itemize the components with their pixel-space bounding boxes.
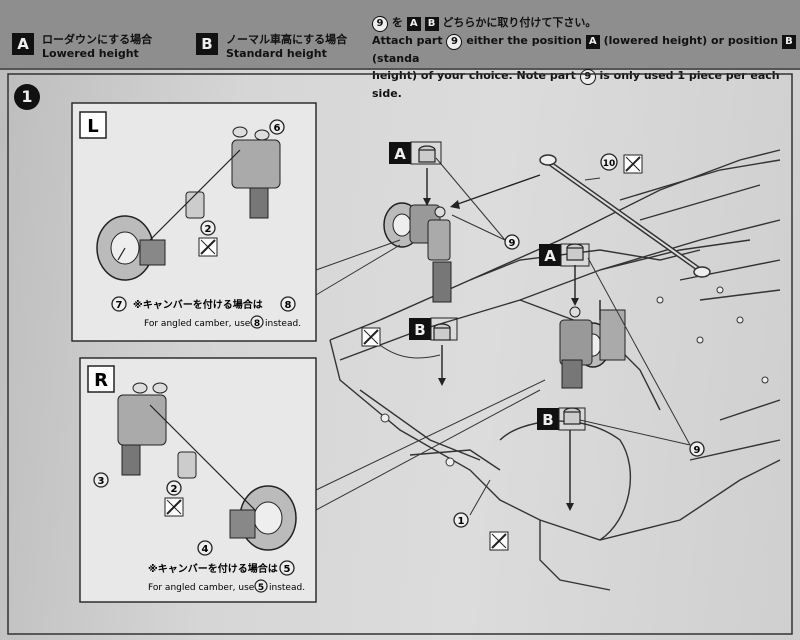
main-part-9b: 9 [694, 445, 701, 456]
inset-right-label: R [94, 370, 108, 391]
inset-left-note-en-end: instead. [265, 319, 301, 329]
part-9-circle: 9 [372, 16, 388, 32]
chassis-outline [329, 149, 781, 591]
main-part-labels: A B A B 9 9 10 1 [389, 141, 705, 528]
inset-right-part-3: 3 [98, 476, 105, 487]
main-part-9a: 9 [509, 238, 516, 249]
main-badge-b-right: B [542, 411, 553, 429]
lowered-height-block: A [12, 33, 34, 55]
inset-right-part-2: 2 [171, 484, 178, 495]
inset-left-note-part: 8 [285, 300, 292, 311]
standard-jp: ノーマル車高にする場合 [226, 33, 348, 46]
inset-right-note-en-part: 5 [258, 583, 264, 593]
inset-right-part-4: 4 [202, 544, 209, 555]
badge-b: B [196, 33, 218, 55]
front-left-strut-assembly [383, 202, 452, 303]
assembly-arrows [426, 168, 601, 505]
inset-right-box: R 3 2 4 ※キャンバーを付ける場合は [79, 357, 546, 603]
standard-en: Standard height [226, 47, 327, 60]
main-part-10: 10 [603, 159, 616, 169]
chassis-holes [380, 286, 769, 467]
inset-right-note-part: 5 [284, 564, 291, 575]
badge-a: A [12, 33, 34, 55]
inset-left-note-en-part: 8 [254, 319, 260, 329]
inset-left-part-7: 7 [116, 300, 123, 311]
inset-left-part-2: 2 [205, 224, 212, 235]
inset-left-box: L 6 2 7 ※キャンバーを付ける場合は [71, 102, 401, 342]
front-right-strut-assembly [559, 306, 626, 389]
attach-instruction: 9 を A B どちらかに取り付けて下さい。 Attach part 9 eit… [372, 14, 800, 102]
inset-right-note-en-end: instead. [269, 583, 305, 593]
inset-left-note-en: For angled camber, use [144, 319, 251, 329]
main-badge-a-top: A [394, 145, 406, 163]
inset-right-note-jp: ※キャンバーを付ける場合は [148, 562, 278, 575]
screw-marks [361, 154, 643, 551]
main-part-1: 1 [458, 516, 465, 527]
inset-left-part-6: 6 [274, 123, 281, 134]
standard-height-block: B [196, 33, 218, 55]
arrow-heads [423, 198, 579, 511]
main-badge-a-right: A [544, 247, 556, 265]
leader-lines [379, 157, 691, 516]
strut-tie-bar [539, 154, 711, 278]
lowered-jp: ローダウンにする場合 [42, 33, 153, 46]
lowered-en: Lowered height [42, 47, 139, 60]
step-number: 1 [14, 84, 40, 110]
inset-left-label: L [87, 116, 98, 137]
main-badge-b-top: B [414, 321, 425, 339]
header-band: A ローダウンにする場合 Lowered height B ノーマル車高にする場… [0, 0, 800, 100]
inset-left-note-jp: ※キャンバーを付ける場合は [133, 298, 263, 311]
inset-right-note-en: For angled camber, use [148, 583, 255, 593]
